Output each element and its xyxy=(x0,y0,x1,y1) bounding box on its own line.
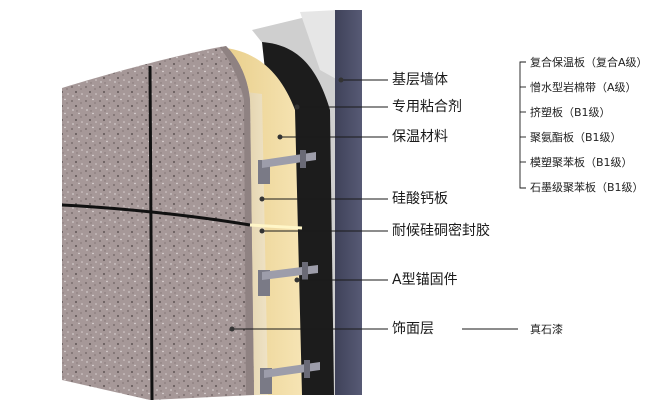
label-base-wall: 基层墙体 xyxy=(392,72,448,88)
label-calcium-board: 硅酸钙板 xyxy=(392,191,448,207)
marker-dot-icon xyxy=(295,278,300,283)
insulation-option: 石墨级聚苯板（B1级） xyxy=(530,181,644,194)
base-wall-front xyxy=(335,10,362,395)
insulation-option: 憎水型岩棉带（A级） xyxy=(530,81,637,94)
marker-dot-icon xyxy=(260,229,265,234)
options-bracket xyxy=(520,62,526,188)
marker-dot-icon xyxy=(230,327,235,332)
finish-panel-face xyxy=(62,46,254,400)
label-adhesive: 专用粘合剂 xyxy=(392,99,462,115)
label-anchor: A型锚固件 xyxy=(392,272,458,288)
insulation-option: 模塑聚苯板（B1级） xyxy=(530,156,633,169)
marker-dot-icon xyxy=(260,197,265,202)
label-sealant: 耐候硅硐密封胶 xyxy=(392,223,490,239)
marker-dot-icon xyxy=(278,135,283,140)
insulation-option: 挤塑板（B1级） xyxy=(530,106,611,119)
label-finish-layer: 饰面层 xyxy=(392,321,434,337)
insulation-option: 复合保温板（复合A级） xyxy=(530,56,648,69)
marker-dot-icon xyxy=(295,105,300,110)
marker-dot-icon xyxy=(339,78,344,83)
insulation-option: 聚氨酯板（B1级） xyxy=(530,131,622,144)
label-insulation: 保温材料 xyxy=(392,129,448,145)
seam-vertical xyxy=(150,66,152,400)
finish-option: 真石漆 xyxy=(530,323,563,336)
